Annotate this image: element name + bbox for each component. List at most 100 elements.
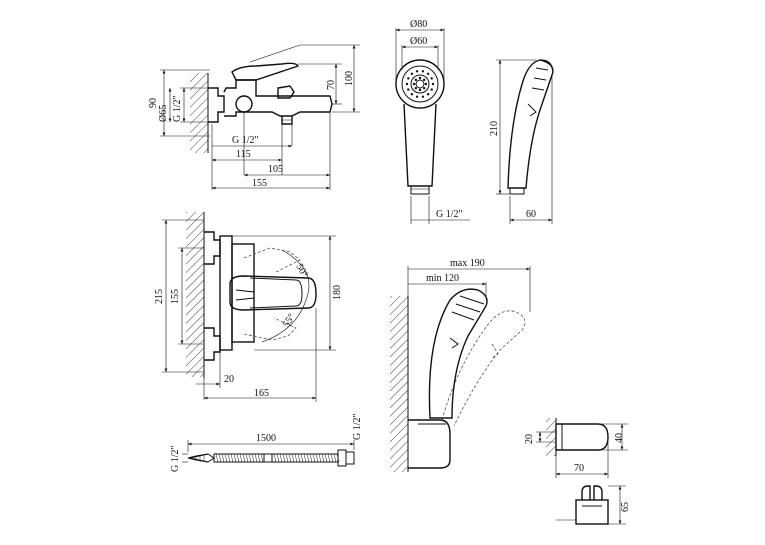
holder-with-shower: max 190 min 120 [390, 258, 531, 472]
hose-coil [257, 453, 261, 463]
hose-coil [276, 453, 280, 463]
mixer-side-view: 90 Ø65 G 1/2" 70 100 G 1/2" 115 105 155 [148, 44, 360, 190]
nozzle-dot [430, 77, 433, 80]
dim-20-holder: 20 [524, 434, 535, 444]
dim-min120: min 120 [426, 273, 459, 284]
nozzle-dot [410, 72, 414, 76]
dim-90: 90 [148, 98, 159, 108]
dim-g-head: G 1/2" [436, 209, 463, 220]
hose-coil [297, 453, 301, 463]
dim-70: 70 [326, 80, 337, 90]
dim-215: 215 [154, 289, 165, 304]
wall-hatch-4 [546, 418, 556, 456]
hose-coil [279, 453, 283, 463]
hose-coil [315, 453, 319, 463]
hose-coil [273, 453, 277, 463]
dim-hose-g-right: G 1/2" [352, 413, 363, 440]
nozzle-dot [418, 88, 422, 92]
dim-d65: Ø65 [158, 105, 169, 122]
nozzle-dot [418, 76, 422, 80]
nozzle-dot [407, 77, 410, 80]
holder-detail-side: 20 40 70 [524, 418, 628, 478]
nozzle-dot [415, 70, 419, 73]
dim-100: 100 [344, 71, 355, 86]
hose-coil [260, 453, 264, 463]
nozzle-dot [412, 82, 416, 86]
hose-coil [303, 453, 307, 463]
dim-40: 40 [614, 433, 625, 443]
dim-1500: 1500 [256, 433, 276, 444]
nozzle-dot [410, 93, 414, 96]
nozzle-dot [426, 72, 430, 76]
dim-d80: Ø80 [410, 19, 427, 30]
nozzle-dot [426, 93, 430, 96]
shower-head-side: 210 60 [489, 59, 554, 224]
nozzle-dot [431, 82, 435, 86]
dim-210: 210 [489, 121, 500, 136]
hose-coil [254, 453, 258, 463]
hose-coil [230, 453, 234, 463]
hose-coil [312, 453, 316, 463]
hose-coil [215, 453, 219, 463]
dim-hose-g-left: G 1/2" [170, 445, 181, 472]
hose-coil [324, 453, 328, 463]
hose-coil [330, 453, 334, 463]
hose-coil [242, 453, 246, 463]
hose-coil [239, 453, 243, 463]
dim-155: 155 [252, 178, 267, 189]
dim-65: 65 [620, 502, 631, 512]
nozzle-dot [421, 70, 425, 73]
hose-coil [300, 453, 304, 463]
nozzle-dot [423, 78, 426, 82]
hose-coil [245, 453, 249, 463]
hose-coil [224, 453, 228, 463]
hose-coil [318, 453, 322, 463]
dim-105: 105 [268, 164, 283, 175]
dim-d60: Ø60 [410, 36, 427, 47]
hose-coil [294, 453, 298, 463]
dim-max190: max 190 [450, 258, 485, 269]
nozzle-dot [421, 95, 425, 98]
shower-head-front: Ø80 Ø60 G 1/2" [395, 19, 470, 224]
dim-g-side: G 1/2" [172, 95, 183, 122]
hose-coil [333, 453, 337, 463]
hose-coil [285, 453, 289, 463]
wall-hatch-2 [186, 212, 204, 377]
dim-180: 180 [332, 285, 343, 300]
holder-detail-front: 65 [556, 485, 631, 525]
nozzle-dot [405, 82, 409, 86]
hose-coil [306, 453, 310, 463]
nozzle-dot [430, 88, 433, 91]
dim-155-front: 155 [170, 289, 181, 304]
hose-coil [291, 453, 295, 463]
hose-coil [233, 453, 237, 463]
nozzle-dot [407, 88, 410, 91]
dim-165: 165 [254, 388, 269, 399]
nozzle-dot [415, 95, 419, 98]
nozzle-dot [424, 82, 428, 86]
nozzle-dot [423, 87, 426, 90]
hose-coil [251, 453, 255, 463]
hose-coil [321, 453, 325, 463]
dim-70-holder: 70 [574, 463, 584, 474]
dim-20-front: 20 [224, 374, 234, 385]
hose-coil [236, 453, 240, 463]
hose-coil [227, 453, 231, 463]
hose-coil [248, 453, 252, 463]
hose-coil [309, 453, 313, 463]
hose-coil [282, 453, 286, 463]
hose-coil [288, 453, 292, 463]
hose-coil [218, 453, 222, 463]
nozzle-dot [414, 87, 417, 90]
nozzle-dot [414, 78, 417, 82]
dim-g-bottom: G 1/2" [232, 135, 259, 146]
wall-hatch [190, 73, 208, 153]
hose-coil [221, 453, 225, 463]
wall-hatch-3 [390, 296, 408, 472]
dim-55-deg: 55° [281, 312, 298, 330]
mixer-front-view: 215 155 180 50° 55° 20 165 [154, 212, 343, 402]
hose-coil [327, 453, 331, 463]
shower-hose: 1500 G 1/2" G 1/2" [170, 413, 363, 472]
dim-60: 60 [526, 209, 536, 220]
